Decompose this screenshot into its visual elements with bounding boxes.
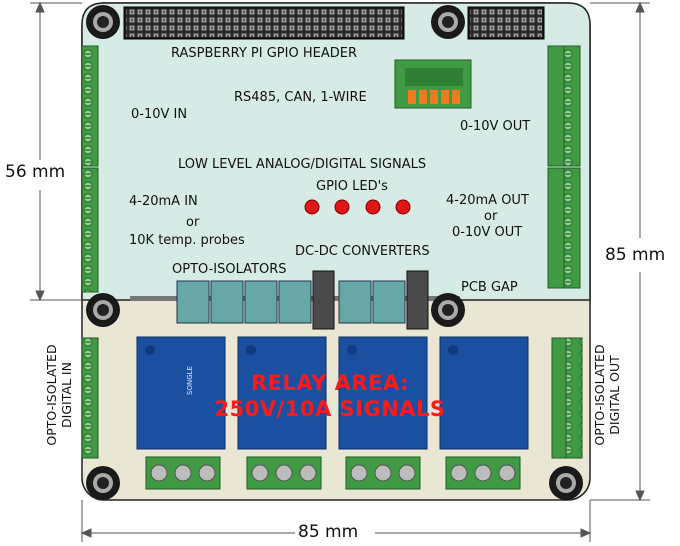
- pcb-gap-label: PCB GAP: [461, 280, 518, 295]
- relay-2: [237, 336, 327, 450]
- height-dimension-label: 56 mm: [5, 162, 66, 182]
- analog-out-label: 0-10V OUT: [460, 119, 531, 134]
- dcdc-converters: [312, 270, 429, 330]
- low-level-label: LOW LEVEL ANALOG/DIGITAL SIGNALS: [178, 157, 427, 172]
- relay-3: [338, 336, 428, 450]
- relays: SONGLE: [136, 336, 529, 450]
- secondary-header: [467, 6, 545, 40]
- dcdc-label: DC-DC CONVERTERS: [295, 244, 430, 259]
- left-terminal-strips: [81, 45, 99, 459]
- relay-4: [439, 336, 529, 450]
- current-out-label: 4-20mA OUT: [446, 193, 529, 208]
- relay-area-line-1: RELAY AREA:: [251, 371, 409, 395]
- gpio-header: [123, 6, 405, 40]
- mounting-holes: [86, 5, 583, 500]
- dimension-lines: [30, 1, 650, 542]
- temp-probes-label: 10K temp. probes: [129, 233, 245, 248]
- digital-out-line-2: DIGITAL OUT: [607, 355, 622, 435]
- current-out-or: or: [484, 209, 498, 224]
- relay-1: SONGLE: [136, 336, 226, 450]
- gpio-leds: [304, 199, 411, 215]
- digital-in-line-2: DIGITAL IN: [59, 362, 74, 428]
- opto-label: OPTO-ISOLATORS: [172, 262, 287, 277]
- digital-in-label: OPTO-ISOLATED DIGITAL IN: [44, 340, 74, 450]
- relay-area-line-2: 250V/10A SIGNALS: [214, 397, 446, 421]
- gpio-header-label: RASPBERRY PI GPIO HEADER: [171, 46, 357, 61]
- relay-area-label: RELAY AREA: 250V/10A SIGNALS: [190, 370, 470, 422]
- digital-out-label: OPTO-ISOLATED DIGITAL OUT: [592, 340, 622, 450]
- pcb-height-dimension-label: 85 mm: [605, 245, 666, 265]
- bus-label: RS485, CAN, 1-WIRE: [234, 90, 367, 105]
- current-in-or: or: [186, 215, 200, 230]
- width-dimension-label: 85 mm: [298, 522, 359, 542]
- rs485-connector: [394, 59, 472, 109]
- voltage-out-label: 0-10V OUT: [452, 225, 523, 240]
- right-terminal-strips: [547, 45, 583, 459]
- analog-in-label: 0-10V IN: [131, 107, 188, 122]
- svg-text:SONGLE: SONGLE: [186, 366, 194, 395]
- current-in-label: 4-20mA IN: [129, 194, 198, 209]
- digital-in-line-1: OPTO-ISOLATED: [44, 344, 59, 446]
- relay-terminal-blocks: [145, 456, 521, 490]
- gpio-leds-label: GPIO LED's: [316, 179, 388, 194]
- opto-isolators: [176, 280, 406, 324]
- digital-out-line-1: OPTO-ISOLATED: [592, 344, 607, 446]
